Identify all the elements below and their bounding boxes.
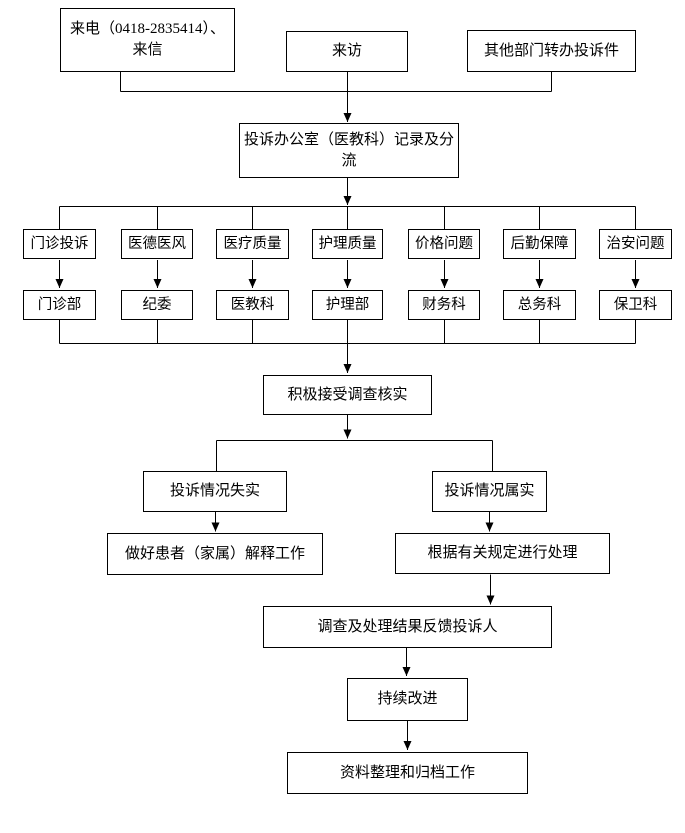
archive-box: 资料整理和归档工作 [287,752,528,794]
dept-nursing-box: 护理部 [312,290,383,320]
category-pricing-box: 价格问题 [408,229,480,259]
category-medical-quality-box: 医疗质量 [216,229,289,259]
dept-outpatient-box: 门诊部 [23,290,96,320]
source-phone-letter-box: 来电（0418-2835414）、来信 [60,8,235,72]
category-outpatient-box: 门诊投诉 [23,229,96,259]
dept-discipline-box: 纪委 [121,290,193,320]
plain-connectors [59,72,636,471]
action-handle-box: 根据有关规定进行处理 [395,533,610,574]
arrow-connectors [55,72,640,750]
dept-guard-box: 保卫科 [599,290,672,320]
dept-general-affairs-box: 总务科 [503,290,576,320]
intake-record-triage-box: 投诉办公室（医教科）记录及分流 [239,123,459,178]
branch-untrue-box: 投诉情况失实 [143,471,287,512]
action-explain-box: 做好患者（家属）解释工作 [107,533,323,575]
source-transferred-box: 其他部门转办投诉件 [467,30,636,72]
source-visit-box: 来访 [286,31,408,72]
dept-medical-education-box: 医教科 [216,290,289,320]
verify-investigation-box: 积极接受调查核实 [263,375,432,415]
branch-substantiated-box: 投诉情况属实 [432,471,547,512]
dept-finance-box: 财务科 [408,290,480,320]
category-nursing-quality-box: 护理质量 [312,229,383,259]
category-security-box: 治安问题 [599,229,672,259]
continuous-improvement-box: 持续改进 [347,678,468,721]
category-logistics-box: 后勤保障 [503,229,576,259]
feedback-result-box: 调查及处理结果反馈投诉人 [263,606,552,648]
category-ethics-box: 医德医风 [121,229,193,259]
